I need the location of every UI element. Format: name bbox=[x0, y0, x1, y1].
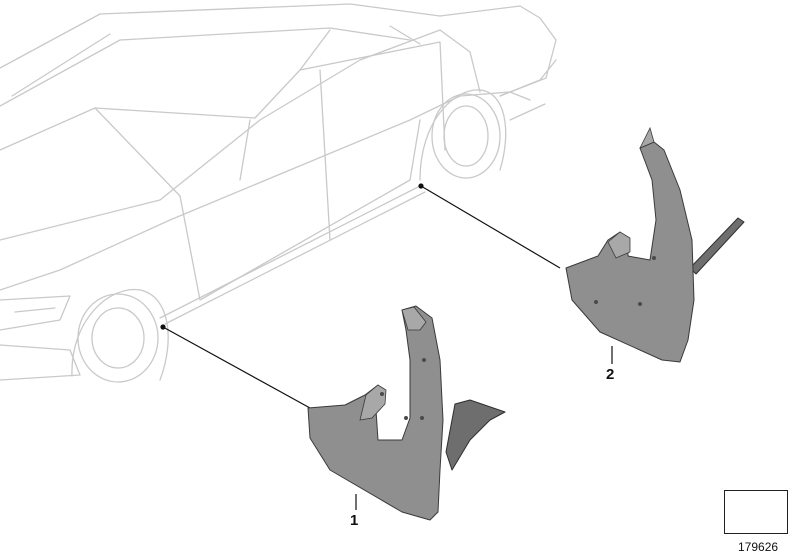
callout-1: 1 bbox=[350, 512, 359, 529]
leader-line-1 bbox=[160, 324, 357, 510]
navigation-box[interactable] bbox=[724, 490, 788, 534]
mud-flap-rear bbox=[565, 126, 745, 363]
callout-2: 2 bbox=[606, 366, 615, 383]
leader-line-2 bbox=[418, 183, 613, 364]
mud-flap-front bbox=[307, 305, 506, 521]
car-outline bbox=[0, 3, 557, 383]
reference-number: 179626 bbox=[738, 540, 779, 554]
